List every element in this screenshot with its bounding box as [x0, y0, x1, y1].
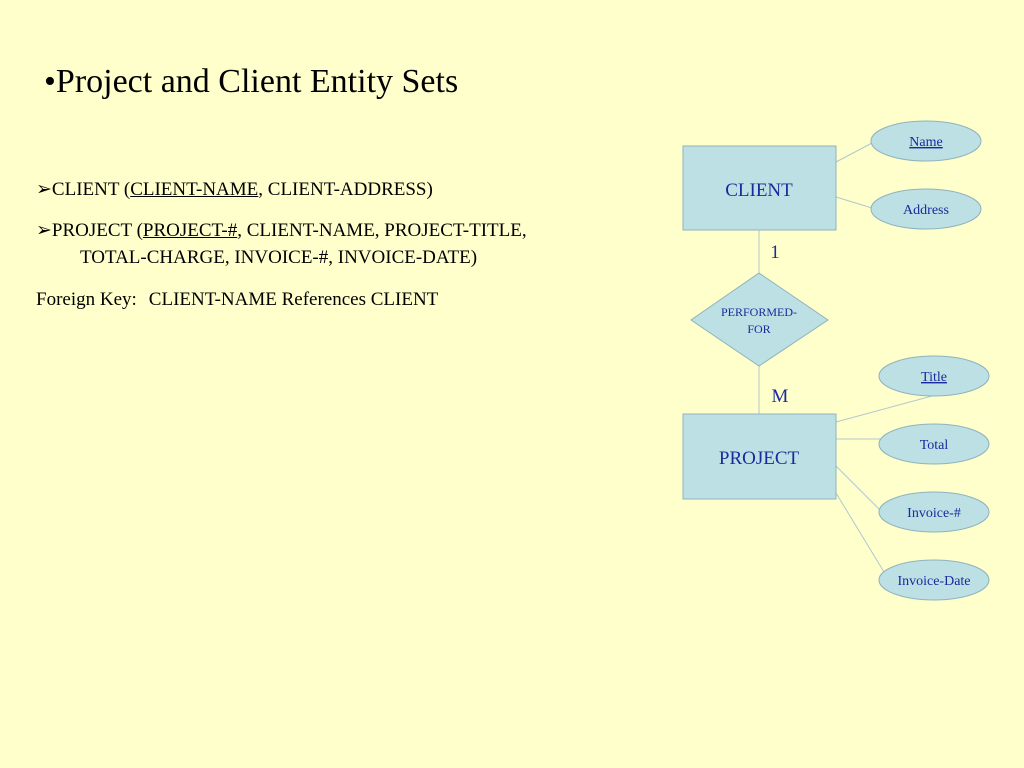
slide-title: •Project and Client Entity Sets	[44, 63, 459, 100]
project-title-attribute: Title	[878, 355, 990, 397]
relationship-label-line1: PERFORMED-	[721, 305, 797, 319]
project-invoice-no-attribute: Invoice-#	[878, 491, 990, 533]
project-invoice-date-attribute-label: Invoice-Date	[897, 574, 970, 589]
client-name-connector	[835, 142, 873, 163]
project-invoice-date-attribute: Invoice-Date	[878, 559, 990, 601]
client-address-connector	[835, 196, 873, 209]
client-entity: CLIENT	[682, 145, 837, 231]
project-entity-label: PROJECT	[719, 448, 800, 469]
performed-for-relationship: PERFORMED- FOR	[690, 272, 829, 367]
project-title-attribute-label: Title	[921, 370, 947, 385]
client-schema-key: CLIENT-NAME	[130, 179, 259, 200]
project-entity: PROJECT	[682, 413, 837, 500]
project-schema-prefix: PROJECT (	[51, 220, 143, 241]
project-schema-rest: , CLIENT-NAME, PROJECT-TITLE,	[237, 220, 527, 241]
client-address-attribute: Address	[870, 188, 982, 230]
project-title-connector	[835, 395, 933, 423]
project-schema-key: PROJECT-#	[142, 220, 238, 241]
foreign-key-line: Foreign Key: CLIENT-NAME References CLIEN…	[36, 288, 438, 312]
project-bullet: ➢	[36, 220, 52, 241]
client-schema-rest: , CLIENT-ADDRESS)	[258, 179, 433, 200]
client-schema-line: ➢CLIENT (CLIENT-NAME, CLIENT-ADDRESS)	[36, 178, 433, 202]
connector-lines	[758, 142, 933, 573]
project-total-attribute: Total	[878, 423, 990, 465]
client-entity-label: CLIENT	[725, 180, 793, 201]
client-schema-prefix: CLIENT (	[51, 179, 131, 200]
project-invoice-no-connector	[835, 465, 881, 511]
relationship-label-line2: FOR	[747, 322, 770, 336]
foreign-key-label: Foreign Key:	[36, 289, 137, 310]
client-name-attribute-label: Name	[909, 135, 942, 150]
foreign-key-reference: CLIENT-NAME References CLIENT	[148, 289, 439, 310]
client-address-attribute-label: Address	[903, 203, 949, 218]
cardinality-many: M	[772, 386, 789, 407]
client-bullet: ➢	[36, 179, 52, 200]
client-name-attribute: Name	[870, 120, 982, 162]
cardinality-one: 1	[770, 242, 780, 263]
project-schema-continuation: TOTAL-CHARGE, INVOICE-#, INVOICE-DATE)	[80, 247, 478, 268]
project-invoice-date-connector	[835, 492, 885, 573]
project-total-attribute-label: Total	[920, 438, 949, 453]
project-invoice-no-attribute-label: Invoice-#	[907, 506, 961, 521]
project-schema-line: ➢PROJECT (PROJECT-#, CLIENT-NAME, PROJEC…	[36, 219, 527, 243]
